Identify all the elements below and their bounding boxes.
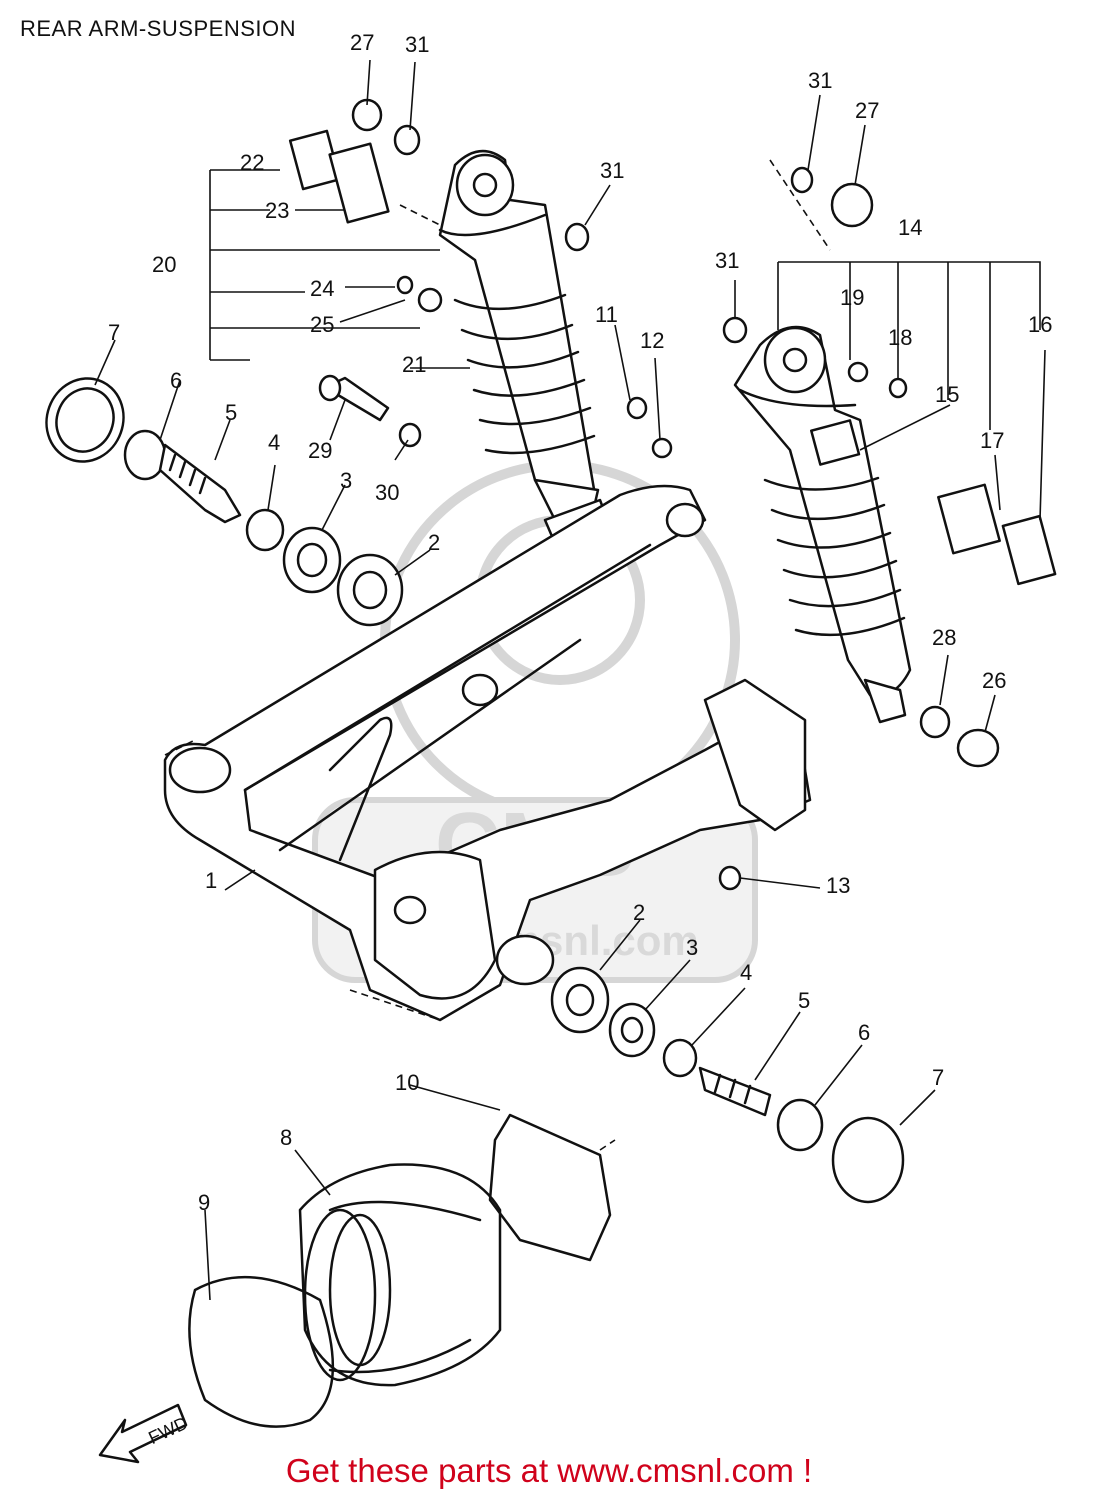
callout-1: 1 bbox=[205, 868, 217, 893]
fwd-arrow: FWD bbox=[98, 1403, 191, 1464]
callout-6-right: 6 bbox=[858, 1020, 870, 1045]
callout-9: 9 bbox=[198, 1190, 210, 1215]
leader-lines bbox=[94, 59, 1046, 1301]
callout-14: 14 bbox=[898, 215, 922, 240]
callout-31-upper-right: 31 bbox=[808, 68, 832, 93]
callout-25: 25 bbox=[310, 312, 334, 337]
callout-4-right: 4 bbox=[740, 960, 752, 985]
callout-17: 17 bbox=[980, 428, 1004, 453]
callout-30: 30 bbox=[375, 480, 399, 505]
page-title: REAR ARM-SUSPENSION bbox=[20, 16, 296, 41]
callout-16: 16 bbox=[1028, 312, 1052, 337]
callout-31-upper-center: 31 bbox=[600, 158, 624, 183]
callout-5-left: 5 bbox=[225, 400, 237, 425]
callout-6-left: 6 bbox=[170, 368, 182, 393]
callout-18: 18 bbox=[888, 325, 912, 350]
callout-20: 20 bbox=[152, 252, 176, 277]
callout-3-right: 3 bbox=[686, 935, 698, 960]
swing-arm bbox=[163, 484, 812, 1022]
callout-23: 23 bbox=[265, 198, 289, 223]
callout-27-top-left: 27 bbox=[350, 30, 374, 55]
callout-27-upper-right: 27 bbox=[855, 98, 879, 123]
callout-19: 19 bbox=[840, 285, 864, 310]
left-hardware bbox=[45, 98, 673, 627]
callout-4-left: 4 bbox=[268, 430, 280, 455]
footer-link[interactable]: Get these parts at www.cmsnl.com ! bbox=[285, 1452, 813, 1489]
callout-31-top-left: 31 bbox=[405, 32, 429, 57]
final-drive-housing bbox=[188, 1113, 612, 1428]
callout-31-right: 31 bbox=[715, 248, 739, 273]
callout-13: 13 bbox=[826, 873, 850, 898]
callout-22: 22 bbox=[240, 150, 264, 175]
callout-7-right: 7 bbox=[932, 1065, 944, 1090]
callout-28: 28 bbox=[932, 625, 956, 650]
callout-5-right: 5 bbox=[798, 988, 810, 1013]
callout-15: 15 bbox=[935, 382, 959, 407]
callout-7-left: 7 bbox=[108, 320, 120, 345]
callout-29: 29 bbox=[308, 438, 332, 463]
callout-11: 11 bbox=[595, 302, 618, 327]
lower-right-hardware bbox=[550, 966, 905, 1204]
callout-12: 12 bbox=[640, 328, 664, 353]
callout-numbers: 27 31 31 22 23 20 24 25 21 31 27 14 31 1… bbox=[108, 30, 1052, 1215]
callout-21: 21 bbox=[402, 352, 426, 377]
callout-3-left: 3 bbox=[340, 468, 352, 493]
callout-2-left: 2 bbox=[428, 530, 440, 555]
callout-2-right: 2 bbox=[633, 900, 645, 925]
callout-8: 8 bbox=[280, 1125, 292, 1150]
callout-24: 24 bbox=[310, 276, 334, 301]
right-shock-absorber bbox=[733, 325, 912, 724]
right-hardware bbox=[718, 166, 1057, 891]
callout-26: 26 bbox=[982, 668, 1006, 693]
callout-10: 10 bbox=[395, 1070, 419, 1095]
